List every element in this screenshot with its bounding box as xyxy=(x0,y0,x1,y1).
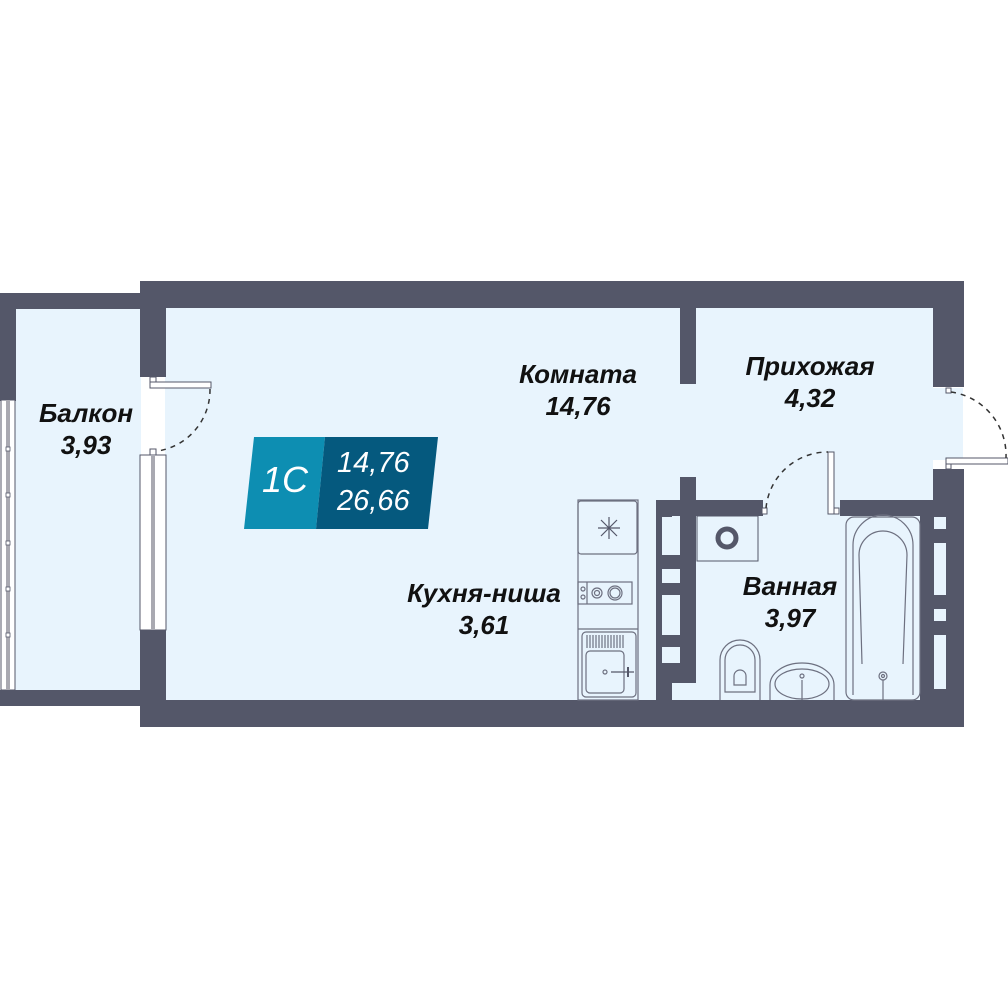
wall-bottom xyxy=(140,700,964,727)
balcony-floor xyxy=(15,308,141,690)
fridge-icon xyxy=(577,500,638,555)
living-area: 14,76 xyxy=(337,447,410,479)
balcony-wall-left xyxy=(0,293,16,401)
room-area: 4,32 xyxy=(784,383,836,413)
total-area: 26,66 xyxy=(337,485,410,517)
wall-left-lower xyxy=(140,630,166,727)
room-area: 3,61 xyxy=(458,610,510,640)
room-label-kitchen: Кухня-ниша 3,61 xyxy=(407,577,561,641)
room-area: 3,93 xyxy=(60,430,112,460)
wall-left-upper xyxy=(140,281,166,377)
wall-top xyxy=(140,281,964,308)
room-name: Балкон xyxy=(38,398,134,428)
toilet-icon xyxy=(719,639,761,700)
kitchen-unit xyxy=(577,499,639,701)
bath-wall-top-right xyxy=(840,500,933,516)
balcony-door-window xyxy=(139,448,167,631)
room-name: Комната xyxy=(519,359,637,389)
room-name: Кухня-ниша xyxy=(407,578,561,608)
room-area: 3,97 xyxy=(764,603,816,633)
bathroom-fixtures xyxy=(719,514,921,701)
apartment-type: 1С xyxy=(262,459,309,500)
bath-wall-top-left xyxy=(656,500,763,516)
room-name: Прихожая xyxy=(745,351,875,381)
shaft-rung-4 xyxy=(656,663,696,683)
wall-right-upper xyxy=(933,281,964,387)
room-label-hallway: Прихожая 4,32 xyxy=(745,350,874,414)
entrance-door xyxy=(945,387,1008,470)
room-label-balcony: Балкон 3,93 xyxy=(39,397,133,461)
washing-machine-icon xyxy=(696,515,759,562)
entrance-floor xyxy=(933,388,963,460)
shaft-rung-1 xyxy=(656,555,696,569)
room-label-room: Комната 14,76 xyxy=(519,358,637,422)
room-name: Ванная xyxy=(742,571,838,601)
washbasin-icon xyxy=(769,662,835,700)
vent-openings xyxy=(662,517,946,689)
apartment-badge xyxy=(244,437,438,529)
bathtub-icon xyxy=(845,514,921,701)
room-label-bathroom: Ванная 3,97 xyxy=(743,570,837,634)
balcony-wall-top xyxy=(0,293,165,309)
room-area: 14,76 xyxy=(545,391,611,421)
sink-icon xyxy=(581,631,637,698)
balcony-window xyxy=(0,399,16,691)
cooktop-icon xyxy=(577,581,633,605)
shaft-rung-2 xyxy=(656,583,696,595)
balcony-door xyxy=(149,376,212,452)
bathroom-door xyxy=(761,451,840,515)
balcony-wall-bottom xyxy=(0,690,165,706)
partition-top xyxy=(680,281,696,384)
shaft-rung-3 xyxy=(656,635,696,647)
snowflake-icon xyxy=(598,517,620,539)
